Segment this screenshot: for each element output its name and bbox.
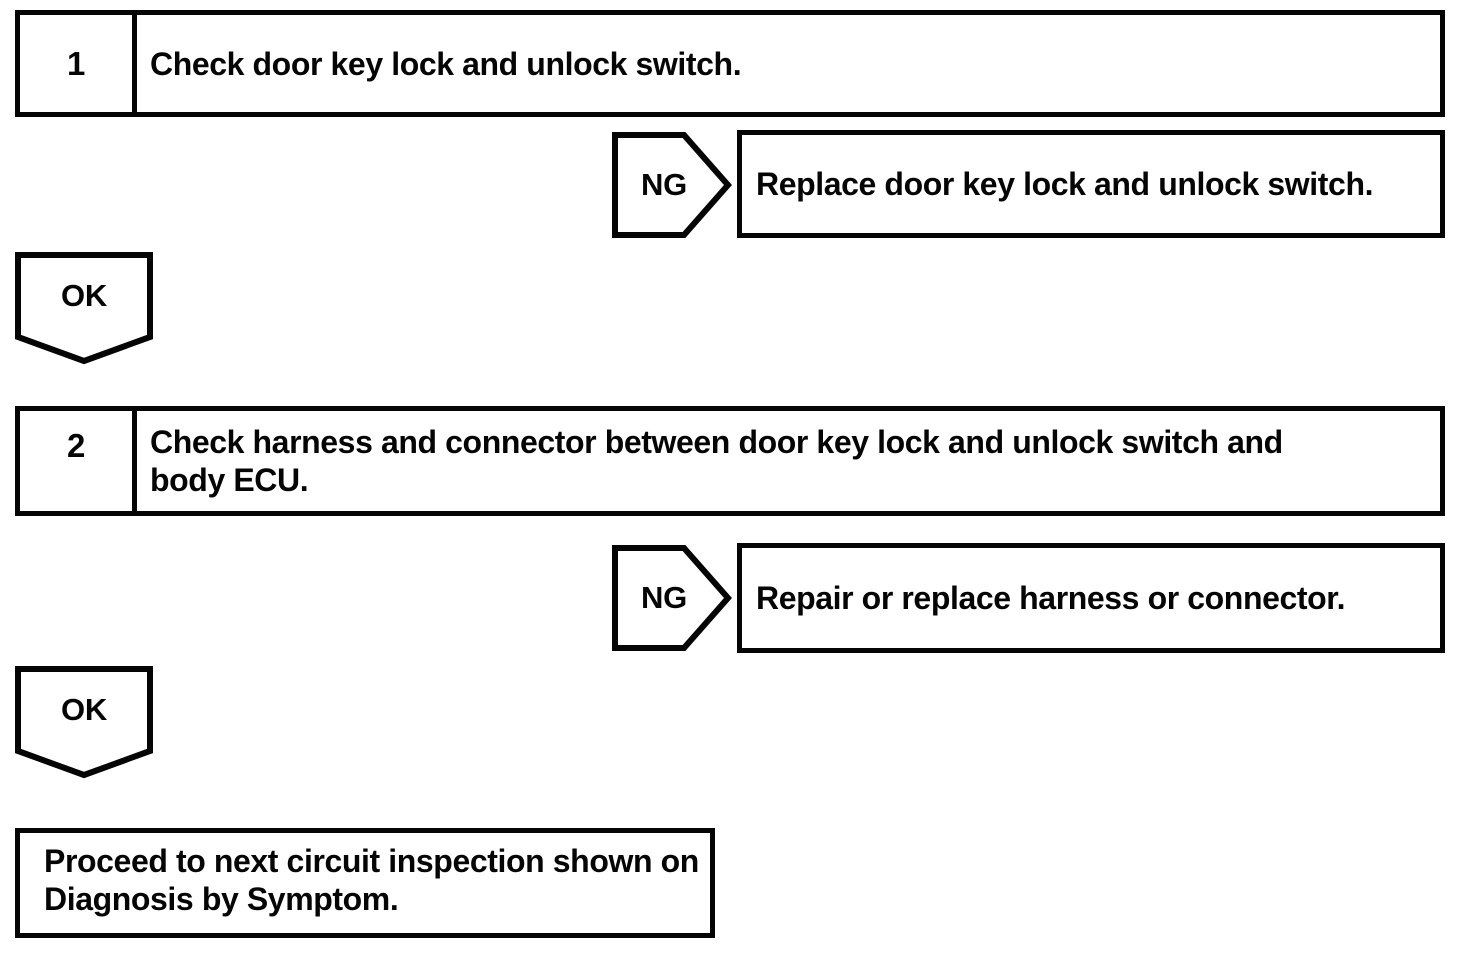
ng-marker-1: NG [641, 167, 687, 202]
ng-action-2-text: Repair or replace harness or connector. [756, 579, 1346, 616]
ng-pentagon-icon [612, 132, 732, 238]
step-2-number-cell: 2 [20, 411, 137, 511]
step-1-instruction-text: Check door key lock and unlock switch. [150, 45, 742, 82]
ok-arrow-2: OK [15, 666, 153, 779]
terminal-box: Proceed to next circuit inspection shown… [15, 828, 715, 938]
ok-marker-1: OK [61, 278, 107, 313]
step-2-instruction-line-2: body ECU. [150, 462, 309, 498]
ng-action-1-text: Replace door key lock and unlock switch. [756, 165, 1374, 202]
step-2-number: 2 [66, 427, 86, 464]
ok-arrow-1: OK [15, 252, 153, 365]
ok-pentagon-icon [15, 252, 153, 365]
ng-arrow-2: NG [612, 545, 732, 651]
terminal-line-2: Diagnosis by Symptom. [44, 881, 399, 917]
ng-action-box-2: Repair or replace harness or connector. [737, 543, 1445, 653]
step-2-box: 2 Check harness and connector between do… [15, 406, 1445, 516]
ok-marker-2: OK [61, 692, 107, 727]
step-1-instruction: Check door key lock and unlock switch. [137, 15, 1440, 112]
step-2-instruction-line-1: Check harness and connector between door… [150, 424, 1283, 460]
terminal-line-1: Proceed to next circuit inspection shown… [44, 843, 699, 879]
step-1-box: 1 Check door key lock and unlock switch. [15, 10, 1445, 117]
ng-pentagon-icon [612, 545, 732, 651]
step-1-number: 1 [66, 44, 86, 82]
ok-pentagon-icon [15, 666, 153, 779]
ng-arrow-1: NG [612, 132, 732, 238]
step-2-instruction: Check harness and connector between door… [137, 411, 1440, 511]
ng-marker-2: NG [641, 580, 687, 615]
ng-action-box-1: Replace door key lock and unlock switch. [737, 130, 1445, 238]
step-1-number-cell: 1 [20, 15, 137, 112]
